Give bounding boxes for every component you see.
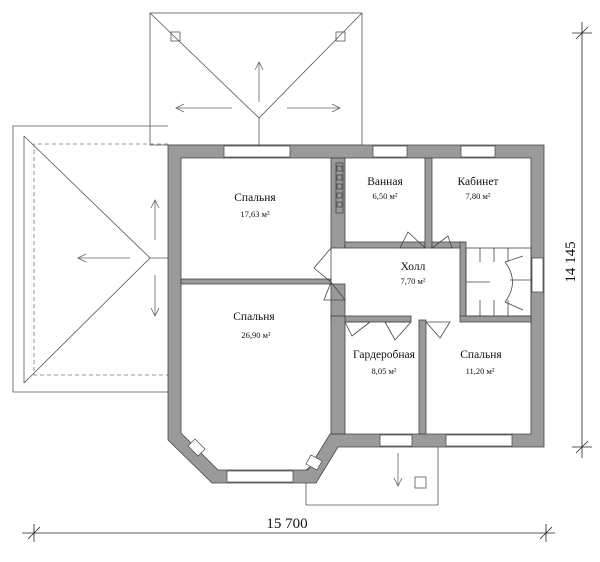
- walls: [167, 144, 545, 484]
- room-name-hall: Холл: [401, 261, 426, 273]
- room-labels: Спальня 17,63 м² Ванная 6,50 м² Кабинет …: [233, 176, 502, 376]
- room-area-hall: 7,70 м²: [401, 276, 426, 286]
- height-dimension: 14 145: [563, 241, 579, 282]
- room-area-study: 7,80 м²: [466, 191, 491, 201]
- vent-shaft: [335, 162, 344, 214]
- room-name-bathroom: Ванная: [367, 176, 403, 188]
- staircase: [465, 247, 532, 317]
- room-area-bedroom-1: 17,63 м²: [240, 209, 270, 219]
- room-area-bathroom: 6,50 м²: [373, 191, 398, 201]
- room-area-wardrobe: 8,05 м²: [372, 366, 397, 376]
- roof-top: [149, 12, 363, 146]
- windows: [187, 145, 544, 483]
- dimension-lines: [22, 22, 592, 542]
- room-area-bedroom-2: 26,90 м²: [241, 330, 271, 340]
- room-name-bedroom-2: Спальня: [233, 311, 275, 323]
- room-name-bedroom-1: Спальня: [234, 192, 276, 204]
- width-dimension: 15 700: [266, 516, 307, 532]
- room-name-study: Кабинет: [458, 176, 499, 188]
- doors: [313, 231, 453, 341]
- room-name-bedroom-3: Спальня: [460, 349, 502, 361]
- roof-left: [12, 125, 168, 393]
- room-name-wardrobe: Гардеробная: [353, 349, 416, 361]
- room-area-bedroom-3: 11,20 м²: [466, 366, 495, 376]
